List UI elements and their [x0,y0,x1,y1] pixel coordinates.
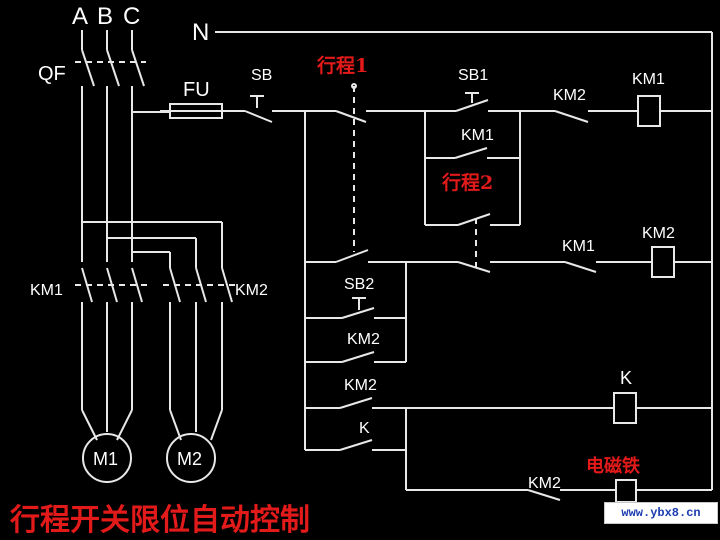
label-sb1: SB1 [458,67,488,84]
label-km1-hold: KM1 [461,127,494,144]
label-km1-coil: KM1 [632,71,665,88]
electromagnet-coil-symbol [615,479,637,503]
label-sb: SB [251,67,272,84]
watermark-text: www.ybx8.cn [621,506,701,520]
label-electromagnet: 电磁铁 [586,455,640,477]
label-km1-interlock: KM1 [562,238,595,255]
motor-m1-symbol [82,433,132,483]
power-circuit [75,30,236,483]
sb2-start-symbol [341,297,375,319]
control-circuit [160,31,713,503]
label-k-hold: K [359,420,370,437]
label-sb2: SB2 [344,276,374,293]
label-km1-main: KM1 [30,282,63,299]
label-km2-interlock: KM2 [553,87,586,104]
km2-coil-symbol [651,246,675,278]
km1-main-contacts [75,267,147,303]
km2-main-contacts [163,267,236,303]
motor-m2-symbol [166,433,216,483]
label-km2-k: KM2 [344,377,377,394]
km1-coil-symbol [637,95,661,127]
label-k-coil: K [620,368,632,388]
label-fu: FU [183,79,210,101]
label-limit1: 行程1 [316,54,368,77]
k-coil-symbol [613,392,637,424]
label-phase-a: A [72,3,88,30]
label-limit2: 行程2 [441,171,493,194]
label-neutral: N [192,19,209,46]
sb-stop-symbol [244,95,273,123]
label-km2-magnet: KM2 [528,475,561,492]
label-motor-m2: M2 [177,449,202,469]
label-phase-c: C [123,3,140,30]
label-km2-coil: KM2 [642,225,675,242]
breaker-qf [75,49,146,87]
diagram-title: 行程开关限位自动控制 [9,503,310,538]
labels: A B C N QF FU SB 行程1 SB1 KM2 KM1 KM1 行程2… [9,3,675,538]
label-motor-m1: M1 [93,449,118,469]
sb1-start-symbol [455,92,489,112]
watermark-box: www.ybx8.cn [604,502,718,524]
label-qf: QF [38,63,66,85]
label-phase-b: B [97,3,113,30]
label-km2-hold: KM2 [347,331,380,348]
label-km2-main: KM2 [235,282,268,299]
